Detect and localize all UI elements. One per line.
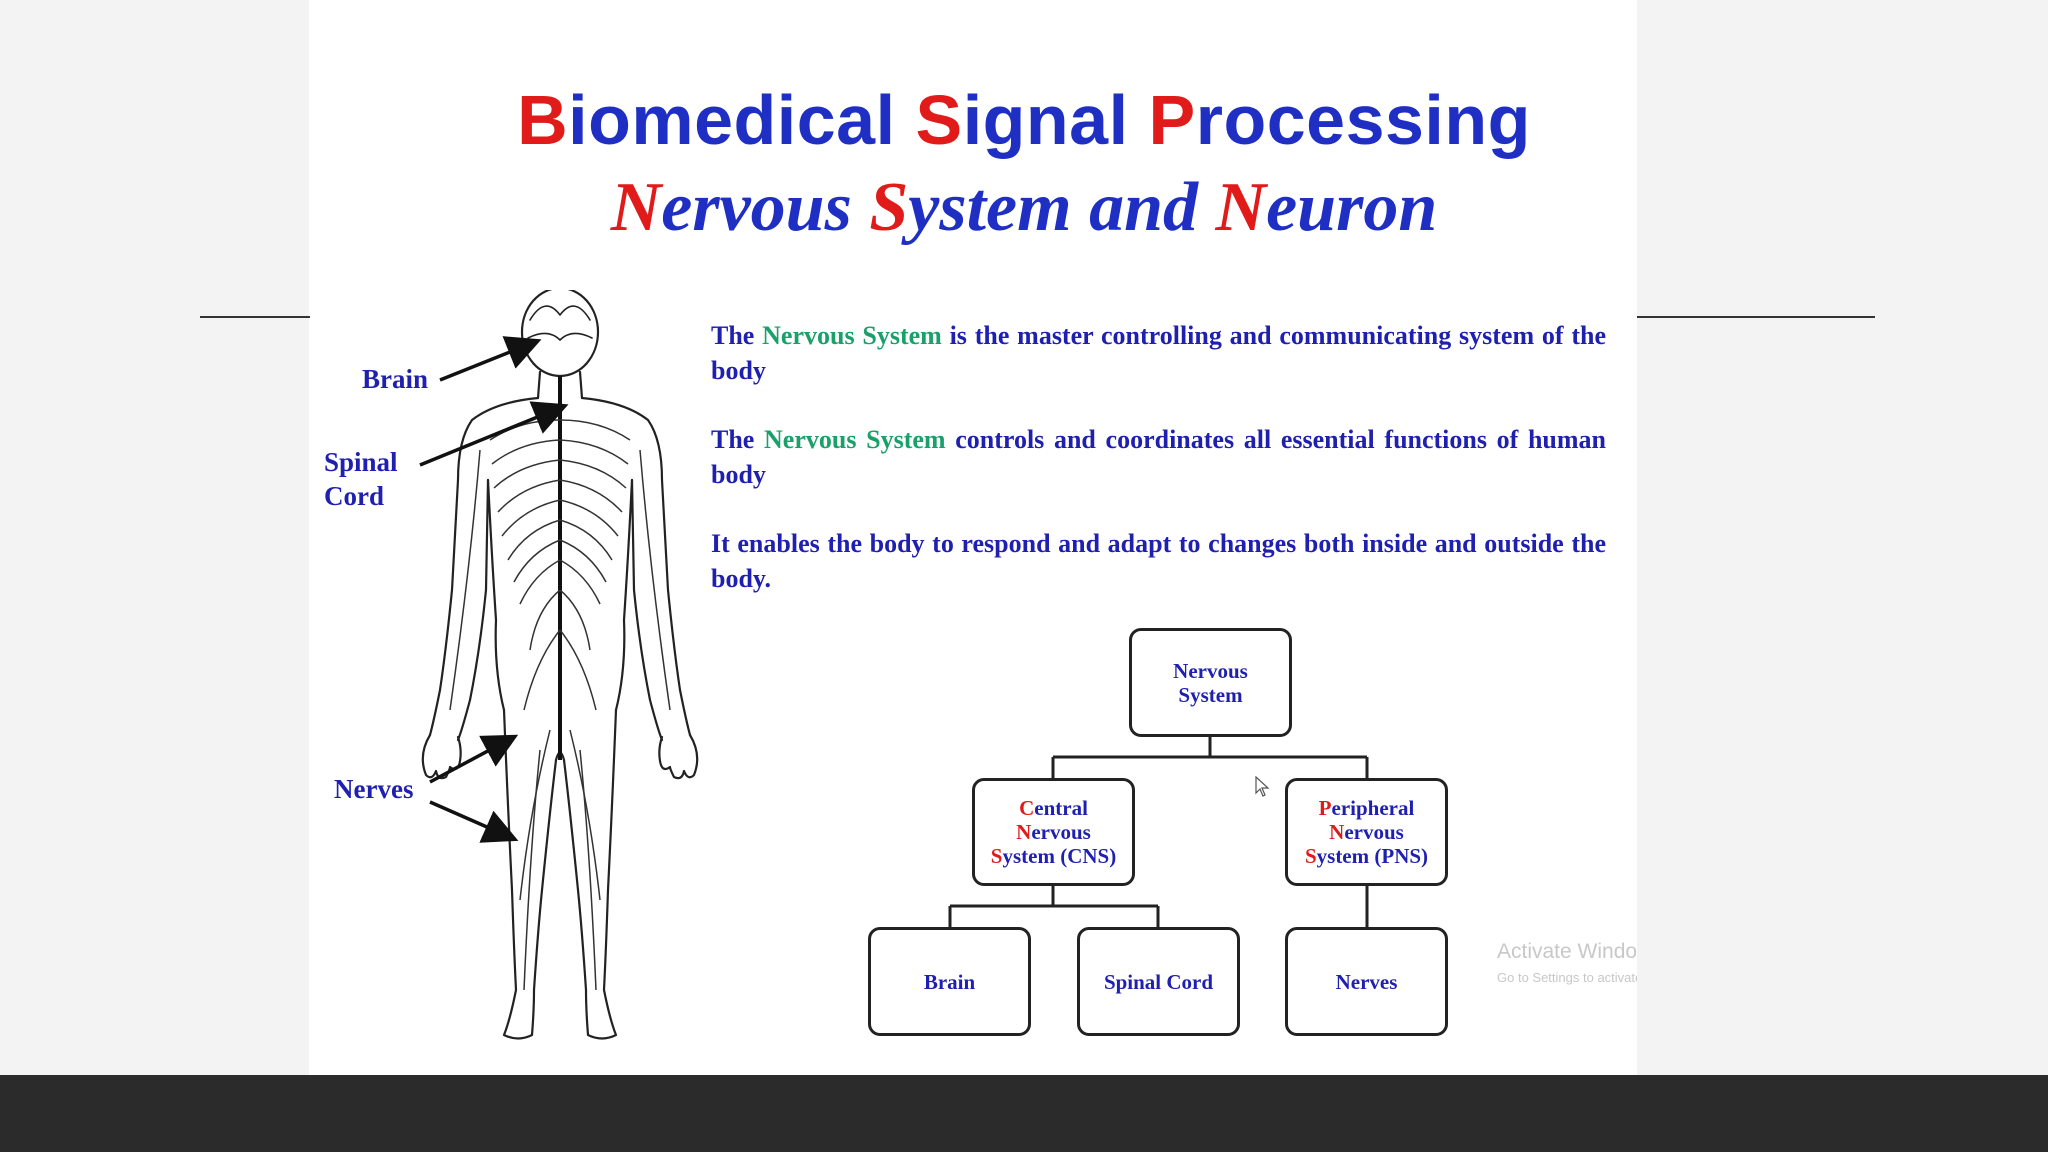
title-letter-b: B (517, 81, 569, 159)
node-nervous-system: Nervous System (1129, 628, 1292, 737)
arrow-nerves-upper (429, 734, 519, 784)
label-spinal: Spinal (324, 447, 398, 477)
subtitle-letter-n: N (610, 169, 662, 246)
slide-title: Biomedical Signal Processing (0, 80, 2048, 160)
node-spinal-cord: Spinal Cord (1077, 927, 1240, 1036)
title-letter-s: S (915, 81, 963, 159)
node-brain: Brain (868, 927, 1031, 1036)
node-pns: Peripheral Nervous System (PNS) (1285, 778, 1448, 886)
title-letter-p: P (1148, 81, 1196, 159)
paragraph-highlight: Nervous System (762, 321, 942, 350)
node-label: Central Nervous System (CNS) (991, 796, 1116, 868)
node-initial: C (1019, 796, 1035, 820)
arrow-nerves-lower (429, 800, 519, 843)
label-cord: Cord (324, 481, 384, 511)
paragraph-3: It enables the body to respond and adapt… (711, 526, 1606, 596)
subtitle-part: euron (1266, 169, 1438, 246)
node-text: ervous (1344, 820, 1404, 844)
paragraph-text: The (711, 425, 765, 454)
node-text: ervous (1031, 820, 1091, 844)
paragraph-text: It enables the body to respond and adapt… (711, 529, 1606, 593)
left-divider (200, 316, 310, 318)
paragraph-text: The (711, 321, 763, 350)
node-initial: S (1304, 844, 1317, 868)
bottom-bar (0, 1075, 2048, 1152)
node-cns: Central Nervous System (CNS) (972, 778, 1135, 886)
subtitle-letter-n: N (1215, 169, 1267, 246)
right-divider (1637, 316, 1875, 318)
label-nerves: Nerves (334, 774, 414, 804)
title-part: ignal (962, 81, 1149, 159)
paragraph-text: controls and coordinates all essential f… (711, 425, 1607, 489)
subtitle-part: ervous (661, 169, 870, 246)
slide-content-area (309, 0, 1637, 1090)
node-text: ystem (PNS) (1316, 844, 1429, 868)
node-initial: N (1016, 820, 1032, 844)
subtitle-letter-s: S (869, 169, 909, 246)
arrow-brain (439, 336, 542, 382)
paragraph-text: is the master controlling and communicat… (711, 321, 1606, 385)
node-initial: N (1329, 820, 1345, 844)
node-label: Peripheral Nervous System (PNS) (1305, 796, 1428, 868)
slide-subtitle: Nervous System and Neuron (0, 168, 2048, 248)
node-label: Spinal Cord (1103, 969, 1214, 994)
title-part: rocessing (1195, 81, 1531, 159)
node-label: Nervous System (1173, 658, 1248, 707)
label-brain: Brain (362, 364, 429, 394)
watermark-subtitle: Go to Settings to activate Windows. (1497, 970, 1637, 985)
activate-windows-watermark: Activate Windows Go to Settings to activ… (1497, 940, 1637, 985)
watermark-title: Activate Windows (1497, 940, 1637, 963)
node-text: entral (1034, 796, 1088, 820)
paragraph-highlight: Nervous System (764, 425, 946, 454)
node-label: Brain (923, 969, 976, 994)
title-part: iomedical (568, 81, 916, 159)
nervous-system-figure (421, 290, 699, 1040)
node-initial: S (990, 844, 1003, 868)
node-initial: P (1318, 796, 1332, 820)
node-text: eripheral (1331, 796, 1415, 820)
label-spinal-cord: Spinal Cord (324, 445, 398, 513)
node-text: ystem (CNS) (1002, 844, 1117, 868)
arrow-spinal-cord (419, 401, 569, 467)
node-nerves: Nerves (1285, 927, 1448, 1036)
mouse-cursor-icon (1255, 776, 1270, 797)
paragraph-1: The Nervous System is the master control… (711, 318, 1606, 388)
node-label: Nerves (1335, 969, 1398, 994)
subtitle-part: ystem and (908, 169, 1216, 246)
paragraph-2: The Nervous System controls and coordina… (711, 422, 1606, 492)
